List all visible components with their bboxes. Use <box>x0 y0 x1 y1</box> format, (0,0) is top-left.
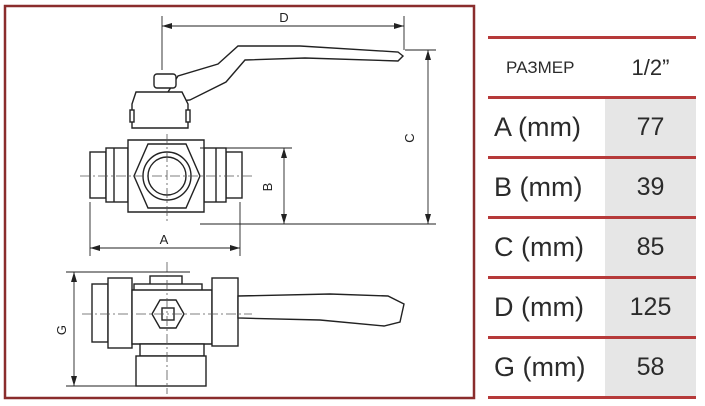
table-separator <box>488 216 696 219</box>
table-separator <box>488 396 696 399</box>
valve-side-view <box>91 275 405 387</box>
dimension-label-a: A <box>160 232 169 247</box>
row-value: 39 <box>605 159 696 216</box>
dimension-label-d: D <box>279 10 288 25</box>
centerlines <box>80 134 254 394</box>
table-row: G (mm) 58 <box>488 339 696 396</box>
header-label: РАЗМЕР <box>506 57 575 77</box>
row-value: 77 <box>605 99 696 156</box>
header-value: 1/2” <box>631 54 670 80</box>
row-label: G (mm) <box>494 352 586 382</box>
row-label: D (mm) <box>494 292 584 322</box>
row-label: A (mm) <box>494 112 581 142</box>
table-separator <box>488 96 696 99</box>
dimension-label-g: G <box>54 325 69 335</box>
table-separator <box>488 36 696 39</box>
row-label: B (mm) <box>494 172 583 202</box>
table-header-row: РАЗМЕР 1/2” <box>488 39 696 96</box>
table-row: C (mm) 85 <box>488 219 696 276</box>
row-label: C (mm) <box>494 232 584 262</box>
table-row: B (mm) 39 <box>488 159 696 216</box>
table-row: A (mm) 77 <box>488 99 696 156</box>
row-value: 125 <box>605 279 696 336</box>
drawing-frame-border <box>3 4 476 400</box>
row-value: 85 <box>605 219 696 276</box>
table-separator <box>488 156 696 159</box>
dimension-label-b: B <box>260 183 275 192</box>
table-separator <box>488 276 696 279</box>
dimension-lines <box>66 16 436 387</box>
dimension-arrows <box>71 23 431 386</box>
size-table: РАЗМЕР 1/2” A (mm) 77 B (mm) 39 C (mm) 8… <box>488 36 696 399</box>
row-value: 58 <box>605 339 696 396</box>
dimension-label-c: C <box>402 133 417 142</box>
table-separator <box>488 336 696 339</box>
table-row: D (mm) 125 <box>488 279 696 336</box>
valve-top-view <box>89 45 405 213</box>
